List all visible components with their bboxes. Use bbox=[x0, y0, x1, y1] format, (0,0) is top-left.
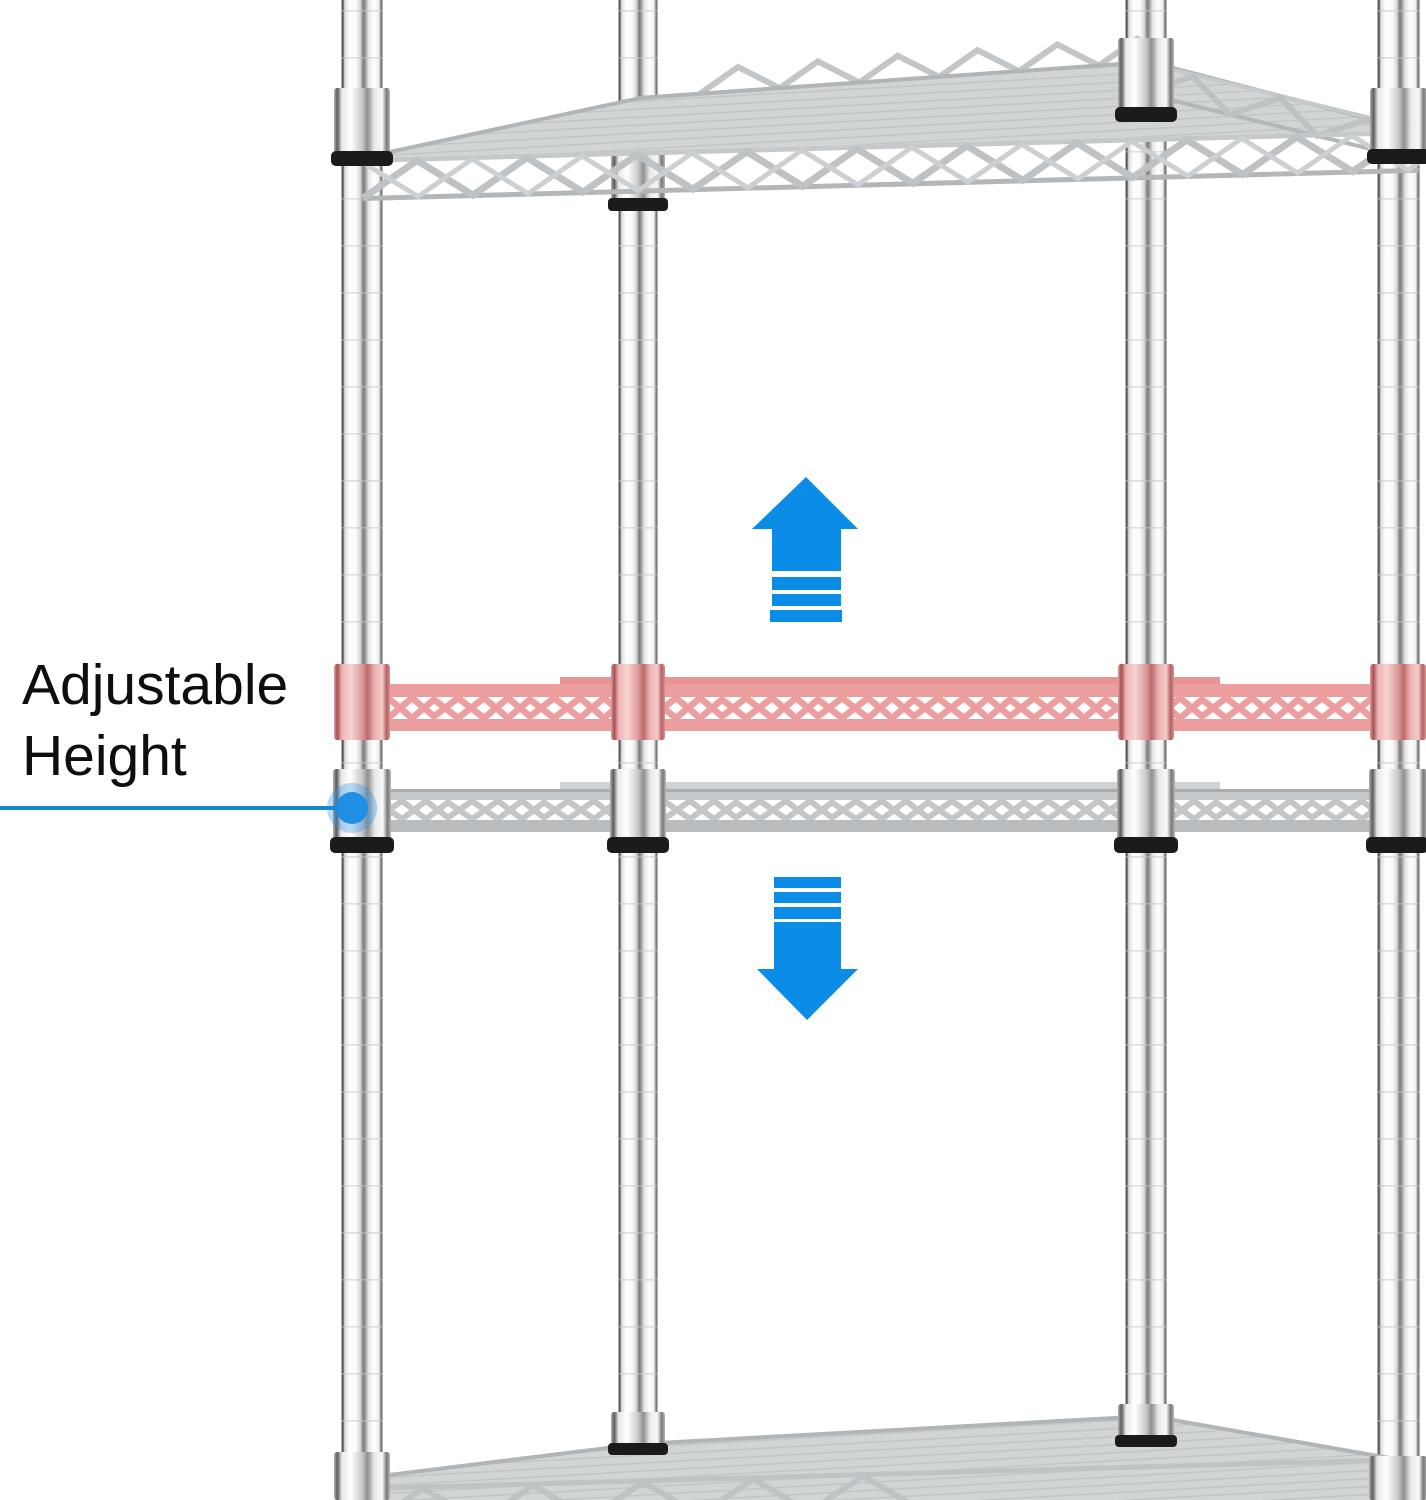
position-marker-dot bbox=[327, 783, 377, 833]
pole-front-left bbox=[341, 0, 383, 1500]
pole-collar bbox=[1367, 88, 1426, 164]
pole-collar bbox=[608, 1412, 668, 1455]
highlighted-shelf-position bbox=[334, 664, 1426, 740]
top-shelf bbox=[360, 35, 1420, 201]
leader-line bbox=[0, 806, 348, 810]
sleeve-band bbox=[330, 837, 1426, 853]
pole-back-right bbox=[1125, 0, 1167, 1500]
pole-collar bbox=[331, 88, 393, 166]
down-arrow-icon bbox=[757, 877, 858, 1020]
adjustable-height-label: Adjustable Height bbox=[22, 653, 289, 788]
pole-back-left bbox=[618, 0, 658, 1500]
highlighted-sleeve bbox=[334, 664, 1426, 740]
current-shelf bbox=[330, 769, 1426, 853]
up-arrow-icon bbox=[752, 477, 858, 622]
pole-collar bbox=[1115, 1404, 1177, 1447]
pole-collar bbox=[334, 1452, 390, 1500]
bottom-shelf bbox=[364, 1413, 1426, 1500]
pole-front-right bbox=[1377, 0, 1420, 1500]
pole-collar bbox=[1115, 38, 1177, 122]
pole-collar bbox=[1369, 1456, 1426, 1500]
